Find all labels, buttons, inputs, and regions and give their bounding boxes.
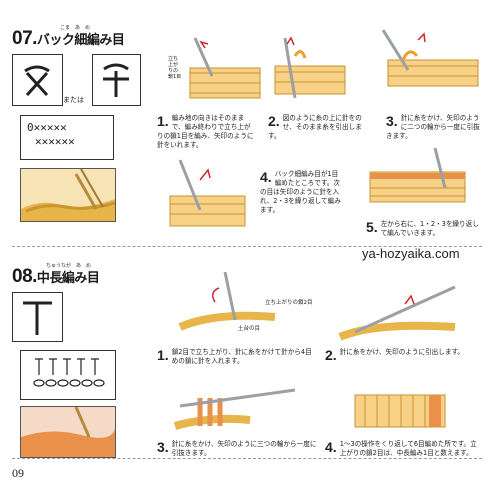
section-07-title: 07.バック細編み目 (12, 28, 125, 50)
step08-1-illustration (178, 271, 276, 331)
step-number: 3. (157, 439, 169, 455)
step08-1: 1.鎖2目で立ち上がり、針に糸をかけて針から4目めの鎖に針を入れます。 (157, 348, 317, 366)
section-divider (12, 246, 482, 247)
step08-4: 4.1〜3の操作をくり返して6目編めた所です。立上がりの鎖2目は、中長編み1目と… (325, 440, 480, 458)
photo-07 (20, 168, 116, 222)
step07-2-illustration (274, 36, 346, 99)
symbol-box-crossed (12, 54, 63, 106)
watermark-text: ya-hozyaika.com (362, 246, 460, 261)
photo-08 (20, 406, 116, 458)
step-text: 編み地の向きはそのままで、編み終わりで立ち上がりの鎖1目を編み、矢印のように針を… (157, 114, 254, 149)
step-number: 2. (268, 113, 280, 129)
step07-5: 5.左から右に、1・2・3を繰り返して編んでいきます。 (366, 220, 484, 238)
step08-3: 3.針に糸をかけ、矢印のように三つの輪から一度に引抜きます。 (157, 440, 317, 458)
yarn-photo-08-icon (21, 407, 115, 457)
section-07-ruby: こま あ め (60, 25, 91, 31)
section-08-number: 08. (12, 266, 37, 287)
step07-3: 3.針に糸をかけ、矢印のように二つの輪から一度に引抜きます。 (386, 114, 482, 141)
dai-label: 土台の目 (238, 326, 261, 332)
yarn-photo-07-icon (21, 169, 115, 221)
step07-4: 4.バック細編み目が1目編めたところです。次の目は矢印のように針を入れ、2・3を… (260, 170, 344, 215)
stitch-chart-07: 0✕✕✕✕✕ ✕✕✕✕✕✕ (20, 115, 114, 160)
hdc-symbol-icon (23, 301, 52, 335)
symbol-box-T (12, 292, 63, 342)
step08-2-illustration (338, 285, 456, 341)
section-08-name: 中長編み目 (36, 270, 100, 285)
step07-3-illustration (381, 29, 479, 87)
chart-row-1: 0✕✕✕✕✕ (27, 121, 67, 134)
step-text: 針に糸をかけ、矢印のように引出します。 (339, 348, 464, 356)
step08-4-illustration (354, 394, 446, 428)
symbol-box-t-cross (92, 54, 141, 106)
step-number: 4. (325, 439, 337, 455)
section-08-ruby: ちゅうなが あ め (46, 263, 92, 269)
step-number: 2. (325, 347, 337, 363)
step07-4-illustration (169, 159, 246, 227)
step07-1-illustration (189, 37, 261, 99)
tatiagari-label: 立ち上がりの鎖1目 (168, 56, 182, 80)
step-number: 1. (157, 347, 169, 363)
or-label: または (63, 96, 84, 104)
step-number: 1. (157, 113, 169, 129)
hdc-chart-icon (33, 358, 105, 387)
step-number: 5. (366, 219, 378, 235)
step-text: 左から右に、1・2・3を繰り返して編んでいきます。 (380, 220, 479, 237)
reverse-sc-symbol-icon (24, 65, 50, 97)
step07-2: 2.図のように糸の上に針をのせ、そのまま糸を引出します。 (268, 114, 364, 141)
step07-5-illustration (369, 147, 466, 203)
step-text: 針に糸をかけ、矢印のように二つの輪から一度に引抜きます。 (386, 114, 480, 140)
step-text: 図のように糸の上に針をのせ、そのまま糸を引出します。 (268, 114, 362, 140)
step08-3-illustration (173, 388, 296, 430)
step-text: バック細編み目が1目編めたところです。次の目は矢印のように針を入れ、2・3を繰り… (260, 170, 341, 214)
section-07-name: バック細編み目 (36, 32, 125, 47)
page-number: 09 (12, 466, 24, 480)
footer-divider (12, 458, 482, 459)
step-number: 4. (260, 169, 272, 185)
section-07-number: 07. (12, 28, 37, 49)
step07-1: 1.編み地の向きはそのままで、編み終わりで立ち上がりの鎖1目を編み、矢印のように… (157, 114, 255, 150)
step-text: 鎖2目で立ち上がり、針に糸をかけて針から4目めの鎖に針を入れます。 (171, 348, 312, 365)
section-08-title: 08.中長編み目 (12, 266, 100, 288)
chart-row-2: ✕✕✕✕✕✕ (35, 135, 75, 148)
stitch-chart-08 (20, 350, 116, 400)
step-number: 3. (386, 113, 398, 129)
step-text: 針に糸をかけ、矢印のように三つの輪から一度に引抜きます。 (171, 440, 317, 457)
step-text: 1〜3の操作をくり返して6目編めた所です。立上がりの鎖2目は、中長編み1目と数え… (339, 440, 477, 457)
tatiagari2-label: 立ち上がりの鎖2目 (265, 300, 313, 306)
step08-2: 2.針に糸をかけ、矢印のように引出します。 (325, 348, 480, 362)
reverse-sc-alt-symbol-icon (103, 63, 129, 97)
